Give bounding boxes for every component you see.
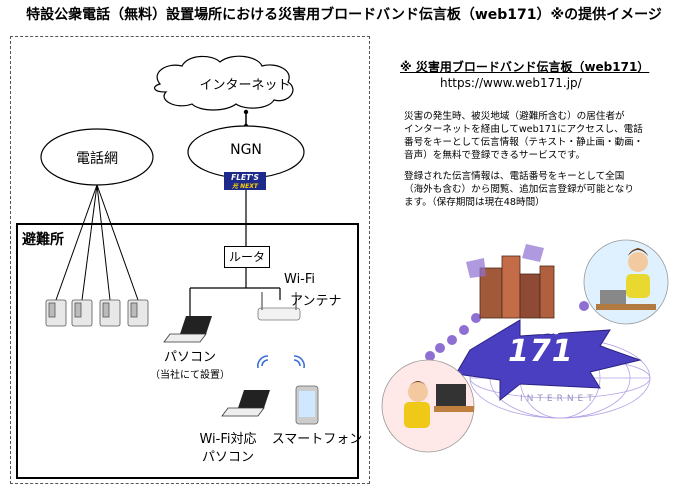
internet-label: インターネット xyxy=(199,78,291,93)
info-p2-line: （海外も含む）から閲覧、追加伝言登録が可能となり xyxy=(404,184,634,195)
wifi-laptop-icon xyxy=(221,390,270,417)
info-paragraph-1: 災害の発生時、被災地域（避難所含む）の居住者が インターネットを経由してweb1… xyxy=(404,110,679,162)
smartphone-icon xyxy=(295,385,319,425)
laptop-icon xyxy=(163,316,212,343)
wifi-antenna-label-1: Wi-Fi xyxy=(284,272,316,287)
wifi-antenna-label-2: アンテナ xyxy=(290,294,342,309)
info-p2-line: ます。（保存期間は現在48時間） xyxy=(404,197,545,208)
web171-logo-burst xyxy=(455,319,642,402)
internet-cloud xyxy=(154,55,294,111)
person-right-icon xyxy=(596,248,656,310)
flets-logo-bottom: 光 NEXT xyxy=(232,183,258,190)
info-p1-line: 音声）を無料で登録できるサービスです。 xyxy=(404,150,586,161)
shelter-box xyxy=(16,223,359,479)
smartphone-label: スマートフォン xyxy=(271,432,363,447)
city-buildings-icon xyxy=(466,244,555,319)
wifi-signal-icon xyxy=(257,355,305,369)
person-left-icon xyxy=(404,381,474,428)
info-url[interactable]: https://www.web171.jp/ xyxy=(440,76,582,90)
info-heading: ※ 災害用ブロードバンド伝言板（web171） xyxy=(400,60,650,74)
wifi-pc-label-2: パソコン xyxy=(201,450,254,465)
phone-network-label: 電話網 xyxy=(76,151,118,167)
pc-note: （当社にて設置） xyxy=(150,370,230,381)
page-title: 特設公衆電話（無料）設置場所における災害用ブロードバンド伝言板（web171）※… xyxy=(26,7,662,23)
shelter-label: 避難所 xyxy=(22,232,64,248)
router-box: ルータ xyxy=(224,246,270,268)
web171-logo-web: web xyxy=(520,318,562,339)
web171-logo-internet: INTERNET xyxy=(520,394,597,404)
network-diagram-panel xyxy=(10,36,370,484)
flets-logo-top: FLET'S xyxy=(231,173,259,182)
info-p1-line: 災害の発生時、被災地域（避難所含む）の居住者が xyxy=(404,111,625,122)
wifi-antenna-icon xyxy=(257,292,301,321)
payphone-icon xyxy=(45,299,149,327)
ngn-label: NGN xyxy=(230,142,262,158)
info-paragraph-2: 登録された伝言情報は、電話番号をキーとして全国 （海外も含む）から閲覧、追加伝言… xyxy=(404,170,679,209)
web171-logo-number: 171 xyxy=(508,334,574,369)
info-p2-line: 登録された伝言情報は、電話番号をキーとして全国 xyxy=(404,171,625,182)
flets-next-logo: FLET'S 光 NEXT xyxy=(224,172,266,190)
info-p1-line: インターネットを経由してweb171にアクセスし、電話 xyxy=(404,124,643,135)
info-p1-line: 番号をキーとして伝言情報（テキスト・静止画・動画・ xyxy=(404,137,644,148)
pc-label: パソコン xyxy=(163,350,216,365)
wifi-pc-label-1: Wi-Fi対応 xyxy=(199,432,257,447)
